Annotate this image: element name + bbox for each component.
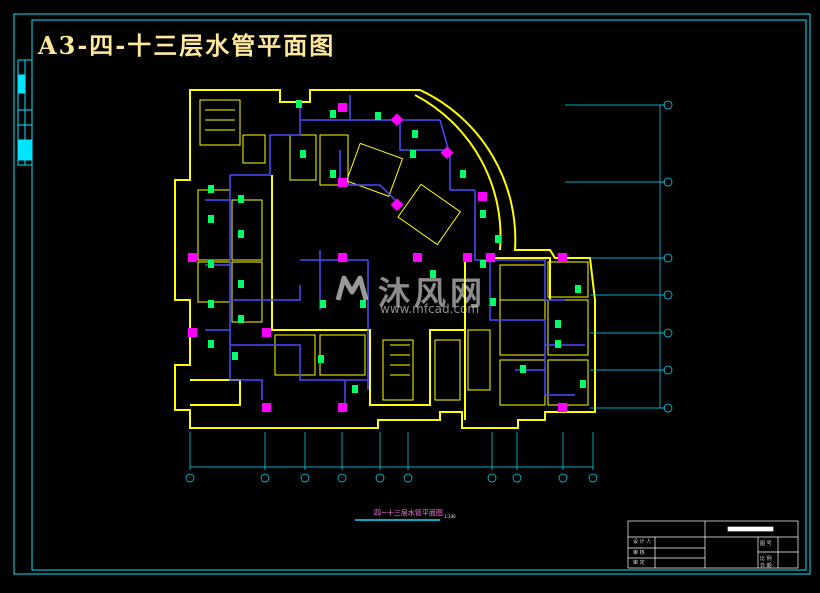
title-block-reviewer: 审 核 bbox=[633, 550, 645, 556]
title-block-date: 日 期 bbox=[760, 563, 772, 569]
axis-bubble-10 bbox=[588, 473, 598, 483]
valve-markers bbox=[188, 103, 567, 412]
axis-bubble-right-3 bbox=[663, 253, 673, 263]
title-block-approver: 审 定 bbox=[633, 560, 645, 566]
axis-bubble-8 bbox=[512, 473, 522, 483]
axis-bubble-right-5 bbox=[663, 328, 673, 338]
axis-grid-lines bbox=[189, 104, 665, 521]
drawing-frame-outer bbox=[13, 13, 811, 575]
drawing-title: A3-四-十三层水管平面图 bbox=[38, 31, 336, 60]
axis-bubble-right-1 bbox=[663, 100, 673, 110]
title-block-drawing-no: 图 号 bbox=[760, 541, 772, 547]
plumbing-fixtures bbox=[208, 100, 586, 393]
drawing-frame-inner bbox=[31, 19, 807, 571]
axis-bubble-6 bbox=[403, 473, 413, 483]
title-block-designer: 设 计 人 bbox=[633, 539, 652, 545]
interior-partitions bbox=[197, 99, 589, 406]
axis-bubble-7 bbox=[487, 473, 497, 483]
right-axis-bubbles bbox=[663, 100, 673, 413]
title-block-scale: 比 例 bbox=[760, 556, 772, 562]
drawing-subtitle: 四~十三层水管平面图 bbox=[374, 509, 443, 517]
axis-bubble-2 bbox=[260, 473, 270, 483]
building-walls bbox=[174, 89, 596, 429]
axis-bubble-right-2 bbox=[663, 177, 673, 187]
axis-bubble-4 bbox=[337, 473, 347, 483]
axis-bubble-9 bbox=[558, 473, 568, 483]
axis-bubble-1 bbox=[185, 473, 195, 483]
title-block bbox=[627, 520, 799, 569]
left-binding-strip bbox=[17, 59, 33, 166]
axis-bubble-3 bbox=[300, 473, 310, 483]
scale-note: 1:100 bbox=[444, 514, 456, 519]
axis-bubble-right-7 bbox=[663, 403, 673, 413]
bottom-axis-bubbles bbox=[185, 473, 598, 483]
axis-bubble-5 bbox=[375, 473, 385, 483]
axis-bubble-right-6 bbox=[663, 365, 673, 375]
axis-bubble-right-4 bbox=[663, 290, 673, 300]
